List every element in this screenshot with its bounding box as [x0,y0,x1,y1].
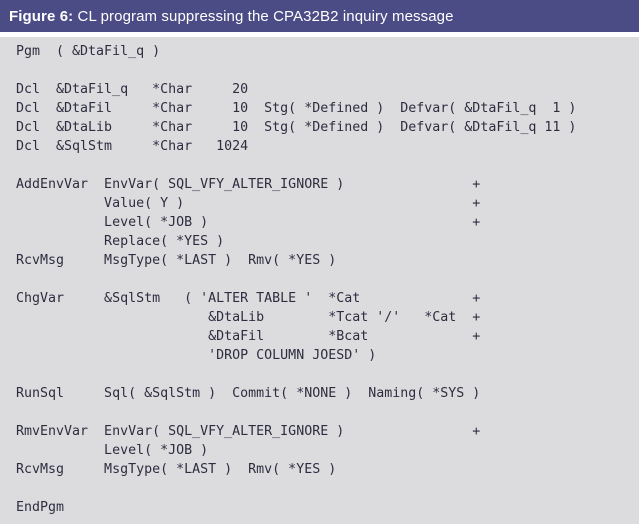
figure-title: CL program suppressing the CPA32B2 inqui… [73,7,454,25]
code-panel: Pgm ( &DtaFil_q ) Dcl &DtaFil_q *Char 20… [0,37,639,524]
code-listing: Pgm ( &DtaFil_q ) Dcl &DtaFil_q *Char 20… [16,44,577,515]
figure-caption-bar: Figure 6: CL program suppressing the CPA… [0,0,639,32]
figure-label: Figure 6: [9,7,74,25]
